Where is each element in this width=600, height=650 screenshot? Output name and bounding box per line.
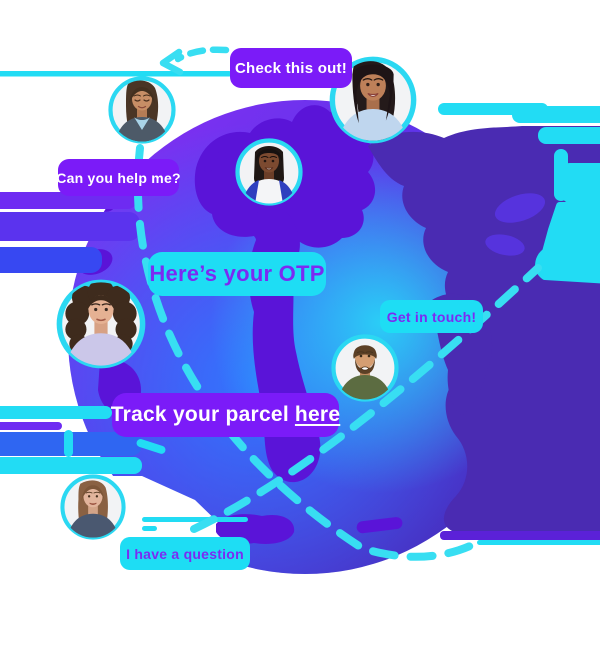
track-parcel-here-link[interactable]: here <box>294 403 341 426</box>
chat-bubble-text: I have a question <box>126 545 244 562</box>
chat-bubble-heres-otp: Here’s your OTP <box>148 252 326 296</box>
chat-bubble-check-this-out: Check this out! <box>230 48 352 88</box>
bottom-shapes <box>142 514 600 545</box>
avatar-woman-curly-hair <box>56 279 146 369</box>
avatar-woman-long-dark-hair <box>108 76 176 144</box>
avatar-woman-dark-skin <box>235 138 303 206</box>
chat-bubble-text: Can you help me? <box>56 169 181 186</box>
avatar-man-beard <box>331 334 399 402</box>
left-streaks <box>0 192 166 474</box>
top-arc-path <box>174 46 230 63</box>
chat-bubble-text: Here’s your OTP <box>149 261 325 286</box>
chat-bubble-get-in-touch: Get in touch! <box>380 300 483 333</box>
diagonal-path <box>190 264 542 533</box>
chat-bubble-text: Get in touch! <box>386 308 477 325</box>
avatar-woman-light-brown-hair <box>60 474 126 540</box>
chat-bubble-text: Track your parcel <box>110 403 289 426</box>
orbit-path <box>133 144 484 561</box>
avatar-woman-dark-wavy-hair <box>329 56 417 144</box>
arrow-icon <box>159 48 184 76</box>
chat-bubble-text: Check this out! <box>234 59 348 77</box>
chat-bubble-can-you-help: Can you help me? <box>56 159 181 196</box>
dashed-flight-paths <box>133 46 542 561</box>
chat-bubble-i-have-question: I have a question <box>120 537 250 570</box>
